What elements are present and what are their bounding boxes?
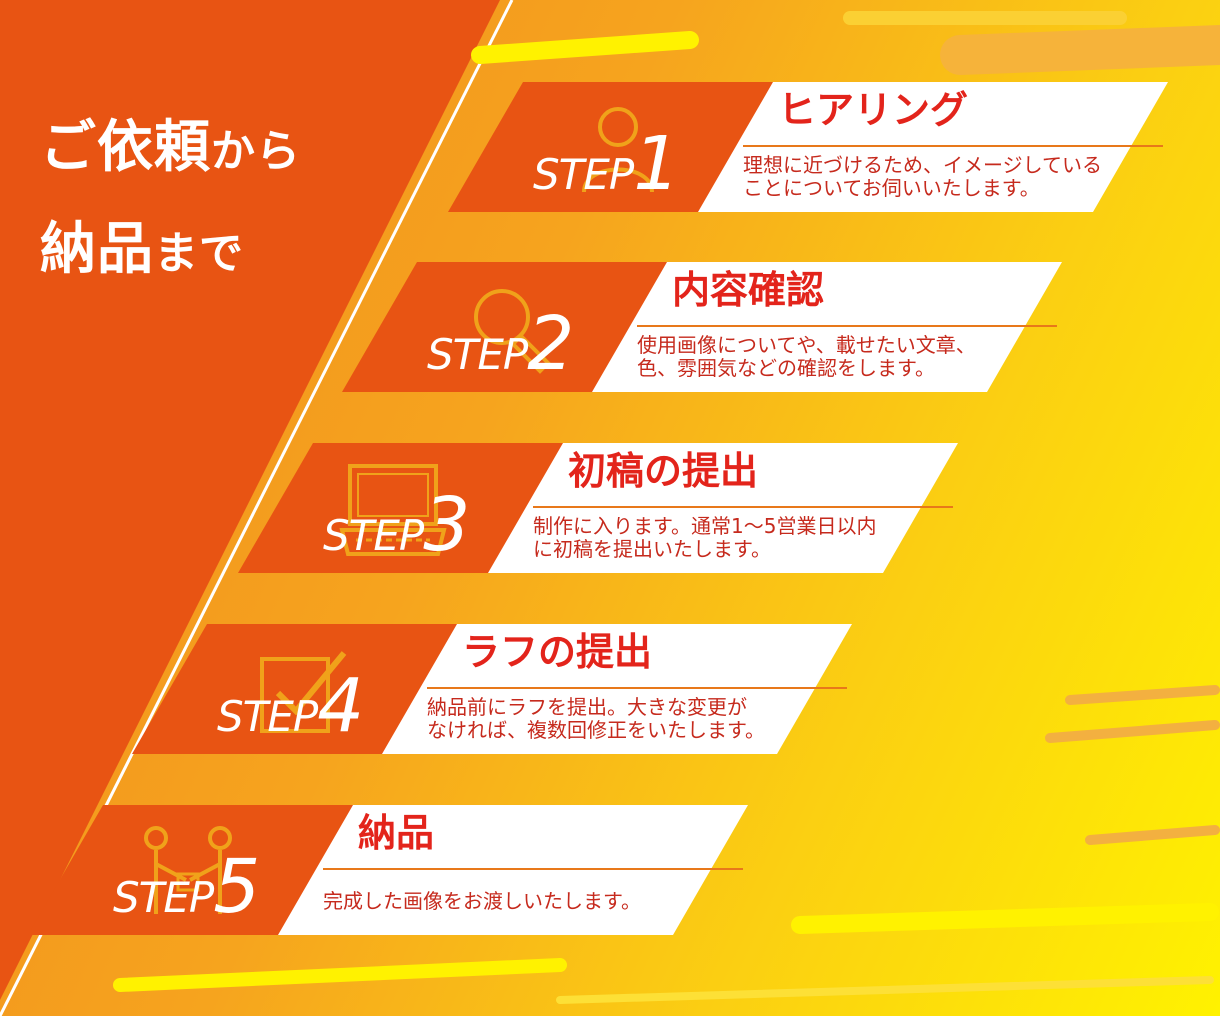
step-number: 3 bbox=[423, 482, 470, 568]
step-word: STEP bbox=[323, 511, 424, 560]
step-panel bbox=[488, 443, 958, 573]
description-line: に初稿を提出いたします。 bbox=[533, 537, 771, 561]
description-line: 理想に近づけるため、イメージしている bbox=[743, 153, 1102, 177]
description-line: 使用画像についてや、載せたい文章、 bbox=[637, 333, 976, 357]
title-segment: ご bbox=[40, 115, 97, 180]
step-panel bbox=[592, 262, 1062, 392]
handover-icon bbox=[144, 826, 232, 914]
page-title-line-2: 納品まで bbox=[40, 222, 244, 278]
step-heading: ヒアリング bbox=[778, 88, 969, 132]
streak bbox=[1065, 685, 1220, 705]
streak bbox=[940, 25, 1220, 75]
step-number-label: STEP1 bbox=[533, 127, 680, 201]
person-icon bbox=[582, 107, 654, 193]
step-heading: 内容確認 bbox=[672, 268, 825, 312]
description-line: 制作に入ります。通常1～5営業日以内 bbox=[533, 514, 877, 538]
heading-underline bbox=[323, 868, 743, 870]
description-line: 完成した画像をお渡しいたします。 bbox=[323, 889, 641, 913]
step-number-label: STEP3 bbox=[323, 488, 470, 562]
step-number: 2 bbox=[527, 301, 574, 387]
orange-panel bbox=[0, 0, 500, 1000]
page-title-line-1: ご依頼から bbox=[40, 120, 301, 176]
step-word: STEP bbox=[217, 692, 318, 741]
laptop-icon bbox=[339, 464, 447, 556]
step-description: 完成した画像をお渡しいたします。 bbox=[323, 890, 743, 913]
step-description: 理想に近づけるため、イメージしている ことについてお伺いいたします。 bbox=[743, 154, 1163, 200]
title-segment: まで bbox=[154, 228, 244, 279]
streak bbox=[471, 31, 699, 64]
title-segment: から bbox=[211, 126, 301, 177]
title-segment: 納品 bbox=[40, 217, 154, 282]
step-description: 使用画像についてや、載せたい文章、 色、雰囲気などの確認をします。 bbox=[637, 334, 1057, 380]
step-number-label: STEP4 bbox=[217, 669, 364, 743]
magnifier-icon bbox=[474, 289, 551, 374]
description-line: ことについてお伺いいたします。 bbox=[743, 176, 1040, 200]
step-heading: ラフの提出 bbox=[462, 630, 653, 674]
heading-underline bbox=[637, 325, 1057, 327]
heading-underline bbox=[533, 506, 953, 508]
streak bbox=[113, 958, 567, 992]
step-heading: 納品 bbox=[358, 811, 435, 855]
step-number: 1 bbox=[633, 121, 680, 207]
description-line: 納品前にラフを提出。大きな変更が bbox=[427, 695, 747, 719]
step-heading: 初稿の提出 bbox=[568, 449, 759, 493]
step-number-label: STEP5 bbox=[113, 850, 260, 924]
step-number-label: STEP2 bbox=[427, 307, 574, 381]
step-word: STEP bbox=[427, 330, 528, 379]
streak bbox=[1085, 825, 1220, 845]
step-description: 制作に入ります。通常1～5営業日以内 に初稿を提出いたします。 bbox=[533, 515, 953, 561]
step-panel bbox=[382, 624, 852, 754]
step-number: 4 bbox=[317, 663, 364, 749]
step-panel bbox=[698, 82, 1168, 212]
heading-underline bbox=[743, 145, 1163, 147]
step-word: STEP bbox=[533, 150, 634, 199]
step-number: 5 bbox=[213, 844, 260, 930]
step-description: 納品前にラフを提出。大きな変更が なければ、複数回修正をいたします。 bbox=[427, 696, 847, 742]
streak bbox=[1045, 720, 1220, 743]
streak bbox=[791, 903, 1219, 934]
step-word: STEP bbox=[113, 873, 214, 922]
description-line: なければ、複数回修正をいたします。 bbox=[427, 718, 765, 742]
title-segment: 依頼 bbox=[97, 115, 211, 180]
step-panel bbox=[278, 805, 748, 935]
checkbox-icon bbox=[260, 651, 347, 733]
heading-underline bbox=[427, 687, 847, 689]
streak bbox=[556, 976, 1214, 1004]
description-line: 色、雰囲気などの確認をします。 bbox=[637, 356, 935, 380]
